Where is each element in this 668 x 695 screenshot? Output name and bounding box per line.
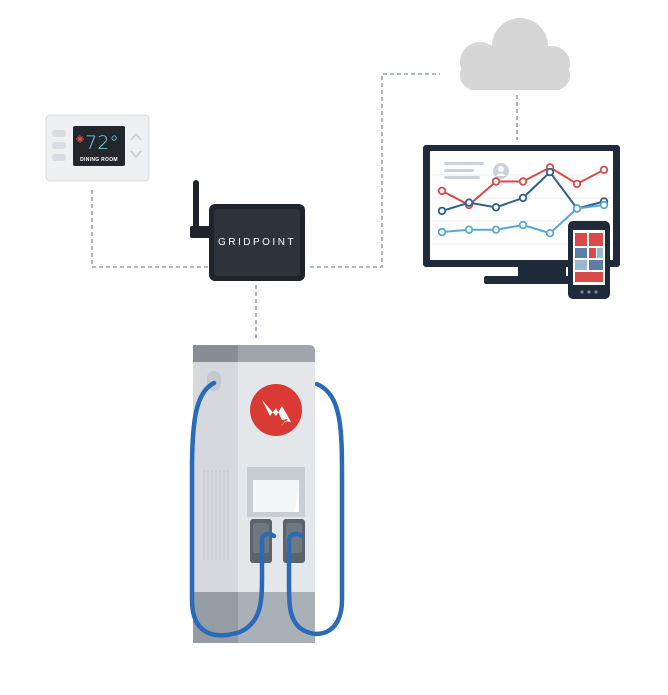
thermostat-to-hub-connector bbox=[91, 190, 212, 268]
data-point-s1-1 bbox=[437, 186, 447, 196]
hub-to-monitor-connector bbox=[310, 73, 440, 268]
data-point-s3-5 bbox=[545, 228, 555, 238]
charger-display bbox=[247, 467, 305, 517]
data-point-s1-6 bbox=[572, 179, 582, 189]
data-point-s3-7 bbox=[599, 200, 609, 210]
thermostat-temperature: 72° bbox=[85, 132, 119, 154]
data-point-s3-3 bbox=[491, 225, 501, 234]
data-point-s1-7 bbox=[599, 165, 609, 174]
snowflake-icon bbox=[76, 135, 84, 143]
cloud-icon bbox=[460, 18, 570, 90]
line-chart bbox=[437, 163, 609, 238]
data-point-s3-6 bbox=[572, 204, 582, 213]
thermostat: 72° DINING ROOM bbox=[45, 114, 150, 182]
thermostat-down-button[interactable] bbox=[130, 150, 142, 159]
data-point-s2-3 bbox=[491, 203, 501, 212]
mobile-phone bbox=[568, 221, 610, 299]
data-point-s3-4 bbox=[518, 220, 528, 230]
data-point-s2-5 bbox=[545, 167, 555, 177]
user-avatar-icon bbox=[493, 163, 509, 179]
dashboard-header bbox=[444, 162, 484, 179]
lightning-bolt-icon bbox=[250, 384, 302, 436]
ev-charging-station bbox=[189, 345, 345, 643]
thermostat-up-button[interactable] bbox=[130, 132, 142, 141]
thermostat-screen bbox=[73, 126, 125, 166]
data-point-s2-1 bbox=[437, 206, 447, 216]
vent-grille bbox=[203, 470, 229, 560]
data-point-s1-3 bbox=[491, 177, 501, 186]
charging-cables bbox=[189, 380, 345, 638]
data-point-s2-2 bbox=[464, 198, 474, 207]
thermostat-room-label: DINING ROOM bbox=[80, 157, 118, 163]
data-point-s3-2 bbox=[464, 225, 474, 234]
data-point-s1-4 bbox=[518, 177, 528, 186]
antenna-icon bbox=[190, 180, 210, 238]
gridpoint-hub: GRIDPOINT bbox=[190, 180, 305, 281]
data-point-s2-4 bbox=[518, 193, 528, 203]
monitor-stand bbox=[484, 276, 591, 284]
data-point-s3-1 bbox=[437, 227, 447, 237]
connector-lines bbox=[91, 73, 518, 340]
hub-brand-label: GRIDPOINT bbox=[218, 237, 296, 248]
